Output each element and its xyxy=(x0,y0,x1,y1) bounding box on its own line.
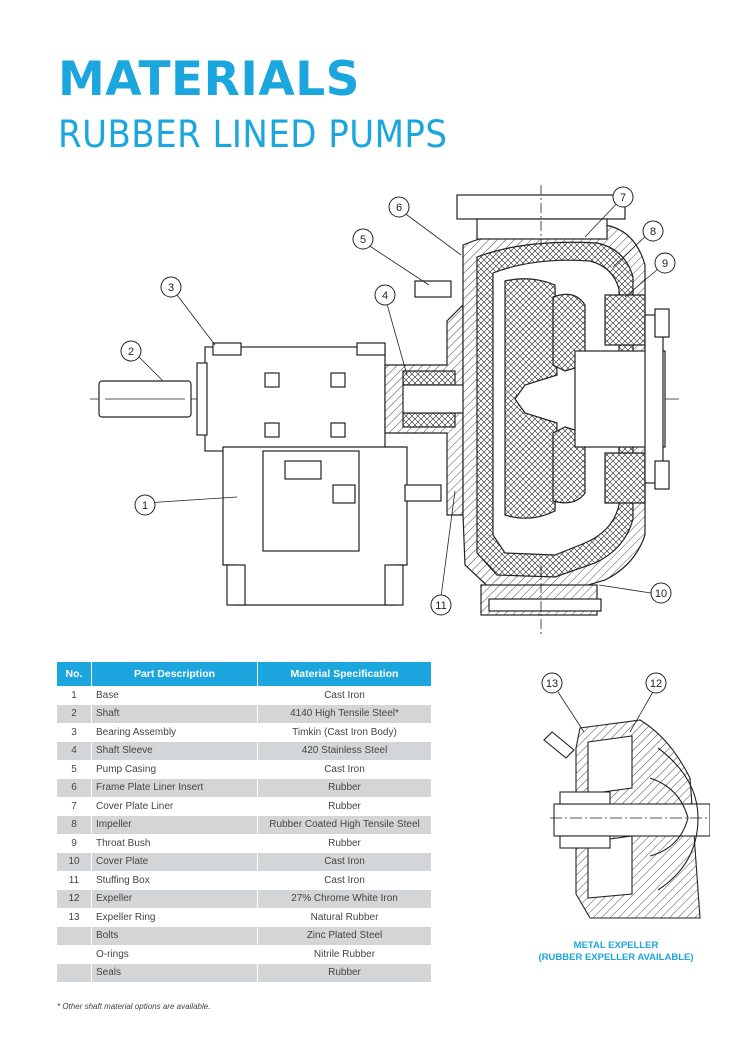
part-description: Frame Plate Liner Insert xyxy=(91,778,258,797)
part-description: Stuffing Box xyxy=(91,871,258,890)
callout-13: 13 xyxy=(546,678,558,690)
callout-7: 7 xyxy=(620,192,626,204)
part-description: Bolts xyxy=(91,926,258,945)
row-number: 12 xyxy=(57,889,92,908)
part-description: Bearing Assembly xyxy=(91,723,258,742)
callout-1: 1 xyxy=(142,500,148,512)
callout-6: 6 xyxy=(396,202,402,214)
part-description: Base xyxy=(91,686,258,705)
part-description: Shaft Sleeve xyxy=(91,741,258,760)
part-description: Impeller xyxy=(91,815,258,834)
column-header-part: Part Description xyxy=(91,662,258,686)
row-number xyxy=(57,963,92,982)
row-number: 13 xyxy=(57,908,92,927)
material-spec: Nitrile Rubber xyxy=(313,948,376,960)
row-number: 10 xyxy=(57,852,92,871)
expeller-caption-line2: (RUBBER EXPELLER AVAILABLE) xyxy=(538,952,694,963)
material-spec: Rubber Coated High Tensile Steel xyxy=(257,815,431,834)
material-spec: 4140 High Tensile Steel* xyxy=(257,704,431,723)
column-header-no: No. xyxy=(57,662,92,686)
callout-12: 12 xyxy=(650,678,662,690)
callout-3: 3 xyxy=(168,282,174,294)
material-spec: 420 Stainless Steel xyxy=(257,741,431,760)
row-number: 11 xyxy=(57,871,92,890)
material-spec: Rubber xyxy=(257,778,431,797)
page-subtitle: RUBBER LINED PUMPS xyxy=(58,113,448,156)
table-header-row: No. Part Description Material Specificat… xyxy=(57,662,431,686)
callout-5: 5 xyxy=(360,234,366,246)
material-spec: Cast Iron xyxy=(257,852,431,871)
part-description: Expeller Ring xyxy=(91,908,258,927)
material-spec: Timkin (Cast Iron Body) xyxy=(292,726,397,738)
row-number: 8 xyxy=(57,815,92,834)
metal-expeller-drawing: 13 12 xyxy=(541,672,710,919)
row-number: 3 xyxy=(57,723,92,742)
part-description: Cover Plate Liner xyxy=(91,797,258,816)
part-description: Shaft xyxy=(91,704,258,723)
callout-11: 11 xyxy=(435,600,446,612)
material-spec: Zinc Plated Steel xyxy=(257,926,431,945)
part-description: Cover Plate xyxy=(91,852,258,871)
materials-table: No. Part Description Material Specificat… xyxy=(57,662,431,982)
material-spec: Natural Rubber xyxy=(310,911,379,923)
expeller-caption: METAL EXPELLER (RUBBER EXPELLER AVAILABL… xyxy=(498,940,734,964)
row-number xyxy=(57,945,92,964)
material-spec: Rubber xyxy=(257,963,431,982)
part-description: Seals xyxy=(91,963,258,982)
callout-8: 8 xyxy=(650,226,656,238)
material-spec: Cast Iron xyxy=(324,763,365,775)
material-spec: Cast Iron xyxy=(324,874,365,886)
callout-4: 4 xyxy=(382,290,388,302)
part-description: Throat Bush xyxy=(91,834,258,853)
table-row: O-rings Nitrile Rubber xyxy=(57,945,431,964)
callout-10: 10 xyxy=(655,588,667,600)
row-number: 6 xyxy=(57,778,92,797)
row-number: 4 xyxy=(57,741,92,760)
callout-9: 9 xyxy=(662,258,668,270)
row-number: 7 xyxy=(57,797,92,816)
part-description: Expeller xyxy=(91,889,258,908)
page-title: MATERIALS xyxy=(58,52,361,107)
material-spec: Cast Iron xyxy=(324,689,365,701)
row-number: 2 xyxy=(57,704,92,723)
callout-2: 2 xyxy=(128,346,134,358)
row-number: 9 xyxy=(57,834,92,853)
pump-cross-section-drawing: 1 2 3 4 5 6 7 8 9 10 11 xyxy=(90,185,680,637)
row-number xyxy=(57,926,92,945)
part-description: Pump Casing xyxy=(91,760,258,779)
material-spec: Rubber xyxy=(328,837,361,849)
material-spec: 27% Chrome White Iron xyxy=(257,889,431,908)
row-number: 1 xyxy=(57,686,92,705)
table-footnote: * Other shaft material options are avail… xyxy=(57,1002,211,1011)
expeller-caption-line1: METAL EXPELLER xyxy=(573,940,659,951)
part-description: O-rings xyxy=(91,945,258,964)
material-spec: Rubber xyxy=(328,800,361,812)
row-number: 5 xyxy=(57,760,92,779)
column-header-material: Material Specification xyxy=(257,662,431,686)
